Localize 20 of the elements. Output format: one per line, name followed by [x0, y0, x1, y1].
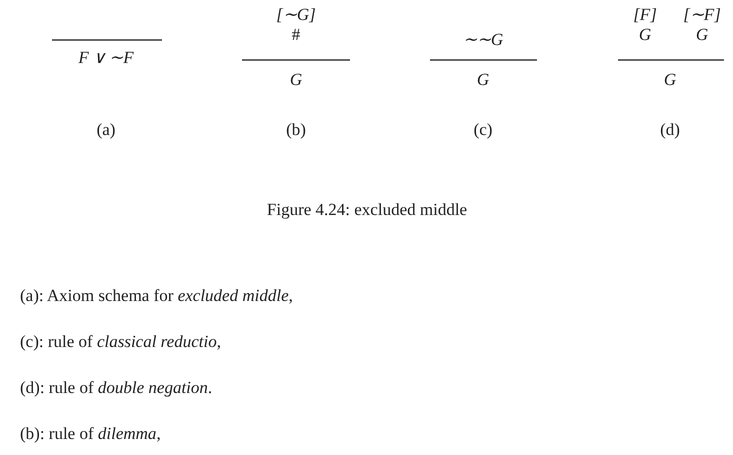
- rule-label: (d): [660, 120, 680, 140]
- formula: [∼F]: [683, 5, 721, 25]
- description-text: (a): Axiom schema for excluded middle,: [20, 286, 293, 306]
- formula: [∼G]: [276, 5, 316, 25]
- description-text: (d): rule of double negation.: [20, 378, 212, 398]
- formula: G: [476, 70, 490, 90]
- rule-label: (c): [474, 120, 492, 140]
- formula: [F]: [633, 5, 657, 25]
- formula: G: [696, 25, 708, 45]
- rule-label: (a): [96, 120, 116, 140]
- formula: G: [290, 70, 302, 90]
- formula: ∼∼G: [462, 30, 504, 50]
- formula: F ∨ ∼F: [78, 48, 134, 68]
- contradiction-symbol: #: [292, 25, 300, 45]
- rule-label: (b): [286, 120, 306, 140]
- description-text: (c): rule of classical reductio,: [20, 332, 221, 352]
- formula: G: [638, 25, 652, 45]
- formula: G: [664, 70, 676, 90]
- description-text: (b): rule of dilemma,: [20, 424, 161, 444]
- figure-caption: Figure 4.24: excluded middle: [266, 200, 468, 220]
